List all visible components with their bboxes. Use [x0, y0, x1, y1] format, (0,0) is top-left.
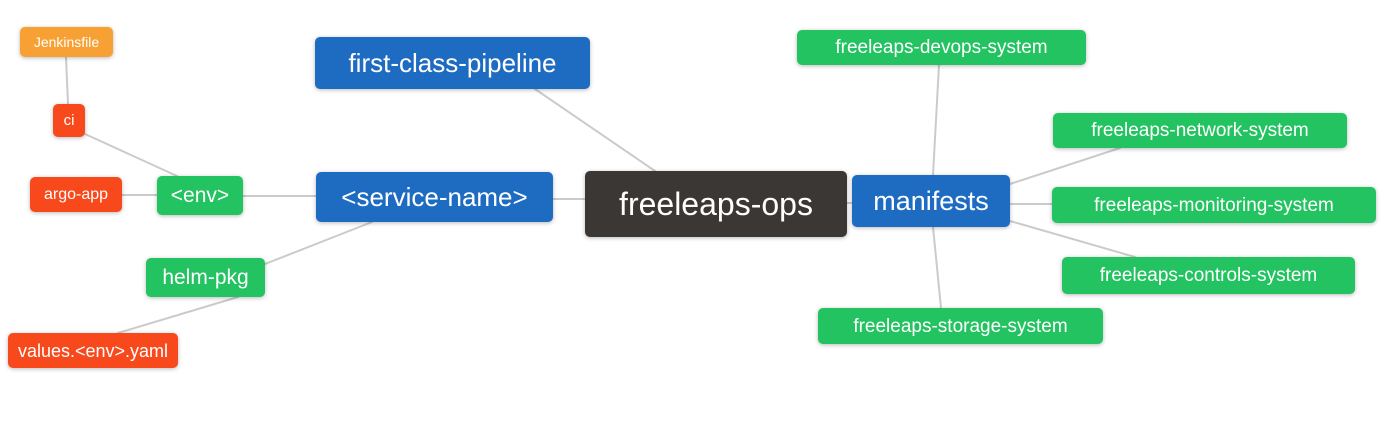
node-argo-app[interactable]: argo-app: [30, 177, 122, 212]
edge-manifests-to-network-system: [1009, 147, 1121, 185]
node-values-env-yaml[interactable]: values.<env>.yaml: [8, 333, 178, 368]
node-jenkinsfile[interactable]: Jenkinsfile: [20, 27, 113, 57]
node-network-system[interactable]: freeleaps-network-system: [1053, 113, 1347, 148]
edge-manifests-to-controls-system: [1009, 220, 1136, 258]
node-devops-system[interactable]: freeleaps-devops-system: [797, 30, 1086, 65]
node-service-name[interactable]: <service-name>: [316, 172, 553, 222]
node-manifests[interactable]: manifests: [852, 175, 1010, 227]
edge-manifests-to-devops-system: [932, 64, 940, 176]
edge-helm-pkg-to-service-name: [264, 221, 373, 265]
edge-jenkinsfile-to-ci: [65, 56, 69, 105]
node-ci[interactable]: ci: [53, 104, 85, 137]
node-controls-system[interactable]: freeleaps-controls-system: [1062, 257, 1355, 294]
edge-first-class-pipeline-to-freeleaps-ops: [534, 88, 656, 172]
node-helm-pkg[interactable]: helm-pkg: [146, 258, 265, 297]
node-monitoring-system[interactable]: freeleaps-monitoring-system: [1052, 187, 1376, 223]
node-storage-system[interactable]: freeleaps-storage-system: [818, 308, 1103, 344]
node-env[interactable]: <env>: [157, 176, 243, 215]
edge-ci-to-env: [84, 133, 178, 177]
edge-values-env-yaml-to-helm-pkg: [117, 296, 239, 334]
edge-manifests-to-storage-system: [932, 226, 942, 309]
node-freeleaps-ops[interactable]: freeleaps-ops: [585, 171, 847, 237]
node-first-class-pipeline[interactable]: first-class-pipeline: [315, 37, 590, 89]
